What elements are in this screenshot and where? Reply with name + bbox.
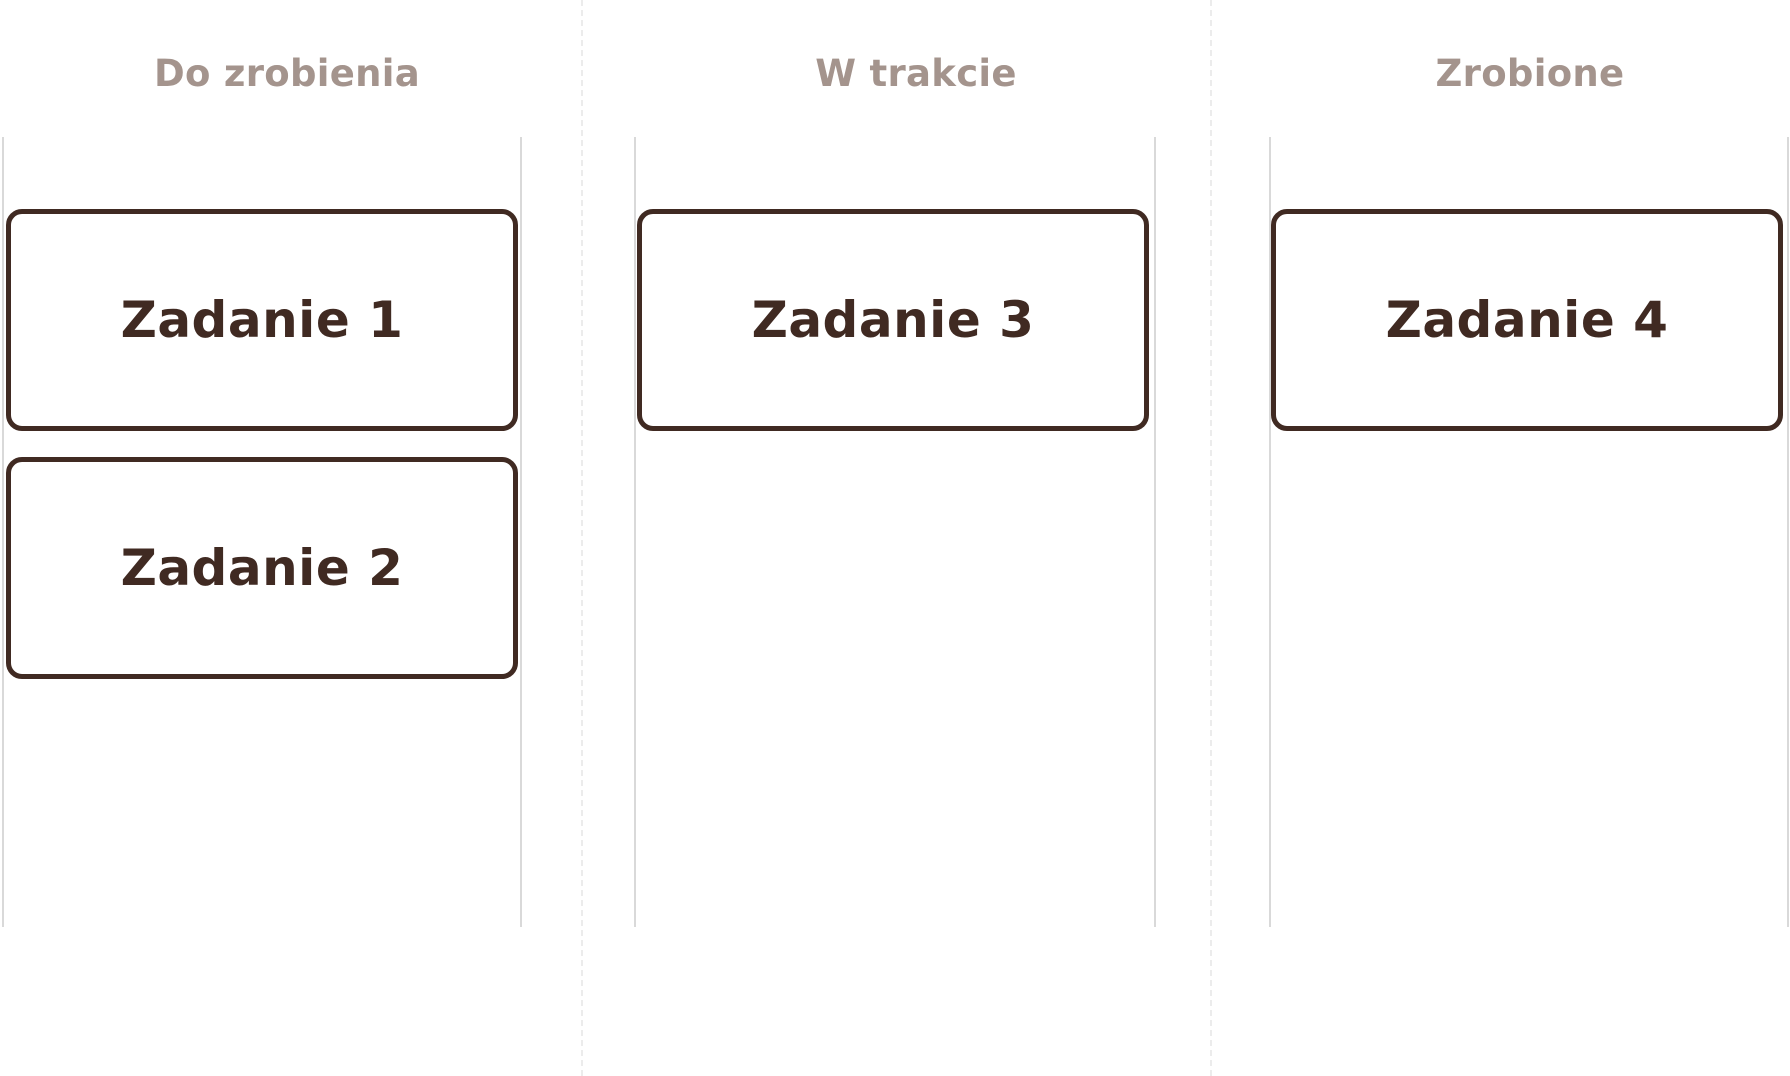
task-card-label: Zadanie 3 <box>751 291 1035 349</box>
task-card-label: Zadanie 2 <box>120 539 404 597</box>
task-card-label: Zadanie 1 <box>120 291 404 349</box>
task-card[interactable]: Zadanie 2 <box>6 457 518 679</box>
column-done: Zrobione Zadanie 4 <box>1268 0 1789 1076</box>
column-dropzone-todo[interactable]: Zadanie 1 Zadanie 2 <box>2 137 522 927</box>
column-dropzone-in-progress[interactable]: Zadanie 3 <box>634 137 1156 927</box>
task-card[interactable]: Zadanie 1 <box>6 209 518 431</box>
task-card-label: Zadanie 4 <box>1385 291 1669 349</box>
column-divider <box>581 0 583 1076</box>
column-title-in-progress: W trakcie <box>815 52 1017 95</box>
task-card[interactable]: Zadanie 4 <box>1271 209 1783 431</box>
column-in-progress: W trakcie Zadanie 3 <box>634 0 1156 1076</box>
column-dropzone-done[interactable]: Zadanie 4 <box>1269 137 1789 927</box>
task-card[interactable]: Zadanie 3 <box>637 209 1149 431</box>
column-todo: Do zrobienia Zadanie 1 Zadanie 2 <box>0 0 522 1076</box>
column-title-todo: Do zrobienia <box>153 52 421 95</box>
column-title-done: Zrobione <box>1435 52 1625 95</box>
column-divider <box>1210 0 1212 1076</box>
